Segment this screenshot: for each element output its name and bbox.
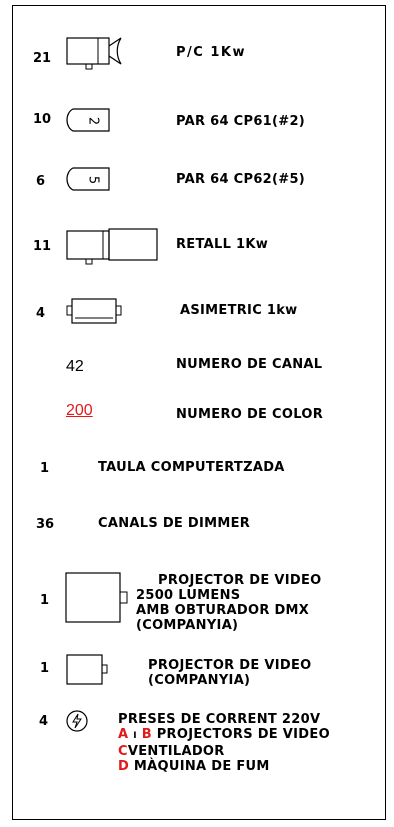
power-entry-ab-text: PROJECTORS DE VIDEO	[156, 727, 330, 742]
lamp-number-5: 5	[86, 176, 101, 184]
par64-lamp-icon: 5	[66, 167, 110, 191]
label-asimetric: ASIMETRIC 1kw	[180, 303, 298, 318]
projector-small-line-1: PROJECTOR DE VIDEO	[148, 658, 312, 673]
label-par-cp62: PAR 64 CP62(#5)	[176, 172, 306, 187]
power-description: PRESES DE CORRENT 220V A I B PROJECTORS …	[118, 712, 330, 774]
lamp-number-2: 2	[86, 117, 101, 125]
label-dimmers: CANALS DE DIMMER	[98, 516, 251, 531]
label-par-cp61: PAR 64 CP61(#2)	[176, 114, 306, 129]
power-socket-icon	[66, 710, 88, 732]
projector-large-line-1: PROJECTOR DE VIDEO	[158, 573, 322, 588]
projector-small-description: PROJECTOR DE VIDEO (COMPANYIA)	[148, 658, 312, 688]
video-projector-icon	[65, 572, 128, 623]
pc-spotlight-icon	[66, 37, 122, 70]
label-console: TAULA COMPUTERTZADA	[98, 460, 285, 475]
projector-small-line-2: (COMPANYIA)	[148, 673, 251, 688]
qty-retall: 11	[33, 239, 52, 254]
qty-console: 1	[40, 461, 50, 476]
qty-power-sockets: 4	[39, 714, 49, 729]
qty-projector-large: 1	[40, 593, 50, 608]
power-letter-d: D	[118, 759, 130, 774]
power-entry-d: D MÀQUINA DE FUM	[118, 759, 330, 774]
channel-number-sample: 42	[66, 358, 84, 375]
qty-dimmers: 36	[36, 517, 55, 532]
color-number-sample: 200	[66, 402, 93, 419]
projector-large-line-4: (COMPANYIA)	[136, 618, 239, 633]
qty-asimetric: 4	[36, 306, 46, 321]
power-letter-b: B	[141, 727, 152, 742]
asymmetric-flood-icon	[66, 298, 122, 324]
profile-spotlight-icon	[66, 228, 158, 265]
label-channel-number: NUMERO DE CANAL	[176, 357, 323, 372]
qty-pc: 21	[33, 51, 52, 66]
power-entry-ab: A I B PROJECTORS DE VIDEO	[118, 727, 330, 744]
power-entry-c: CVENTILADOR	[118, 744, 330, 759]
par64-lamp-icon: 2	[66, 108, 110, 132]
power-title: PRESES DE CORRENT 220V	[118, 712, 321, 727]
power-entry-d-text: MÀQUINA DE FUM	[133, 759, 270, 774]
power-letter-c: C	[118, 744, 128, 759]
label-retall: RETALL 1Kw	[176, 237, 269, 252]
power-letter-a: A	[118, 727, 129, 742]
projector-large-description: PROJECTOR DE VIDEO 2500 LUMENS AMB OBTUR…	[136, 573, 322, 633]
qty-par-cp62: 6	[36, 174, 46, 189]
video-projector-icon	[66, 654, 108, 685]
qty-par-cp61: 10	[33, 112, 52, 127]
projector-large-line-3: AMB OBTURADOR DMX	[136, 603, 310, 618]
power-entry-c-text: VENTILADOR	[127, 744, 225, 759]
legend-frame	[12, 5, 386, 820]
projector-large-line-2: 2500 LUMENS	[136, 588, 241, 603]
power-joiner: I	[133, 731, 137, 741]
label-color-number: NUMERO DE COLOR	[176, 407, 324, 422]
label-pc: P/C 1Kw	[176, 45, 246, 60]
qty-projector-small: 1	[40, 661, 50, 676]
